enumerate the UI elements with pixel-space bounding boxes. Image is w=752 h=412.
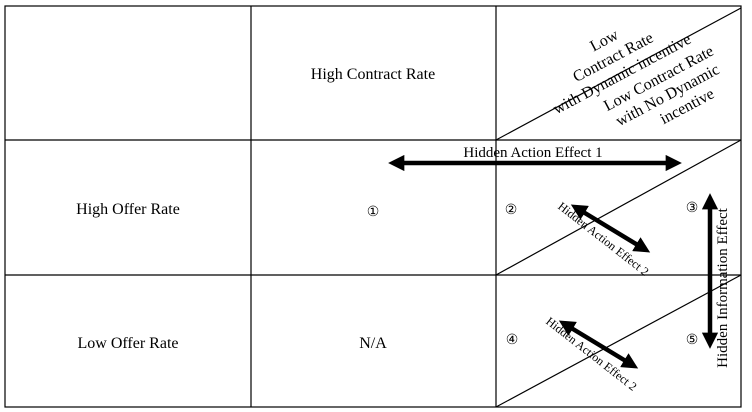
row-header-low-offer: Low Offer Rate bbox=[78, 335, 179, 352]
cell-marker-3: ③ bbox=[686, 201, 699, 216]
column-header-high-contract: High Contract Rate bbox=[311, 66, 435, 83]
table-grid bbox=[4, 5, 742, 408]
cell-marker-1: ① bbox=[367, 205, 380, 220]
cell-na: N/A bbox=[359, 335, 387, 352]
row2-diagonal bbox=[495, 274, 742, 408]
cell-marker-4: ④ bbox=[506, 333, 519, 348]
hidden-action-effect-2-bottom-arrow bbox=[558, 320, 639, 369]
hidden-action-effect-2-bottom-label: Hidden Action Effect 2 bbox=[543, 314, 639, 394]
hidden-action-effect-1-label: Hidden Action Effect 1 bbox=[463, 145, 602, 161]
header-diagonal bbox=[495, 7, 742, 141]
hidden-information-effect-label: Hidden Information Effect bbox=[715, 207, 731, 368]
table-border bbox=[4, 5, 742, 408]
hidden-action-effect-2-top-arrow bbox=[570, 204, 651, 253]
hidden-action-effect-2-top-label: Hidden Action Effect 2 bbox=[555, 199, 651, 279]
cell-marker-2: ② bbox=[505, 203, 518, 218]
cell-marker-5: ⑤ bbox=[686, 333, 699, 348]
row-header-high-offer: High Offer Rate bbox=[76, 201, 180, 218]
